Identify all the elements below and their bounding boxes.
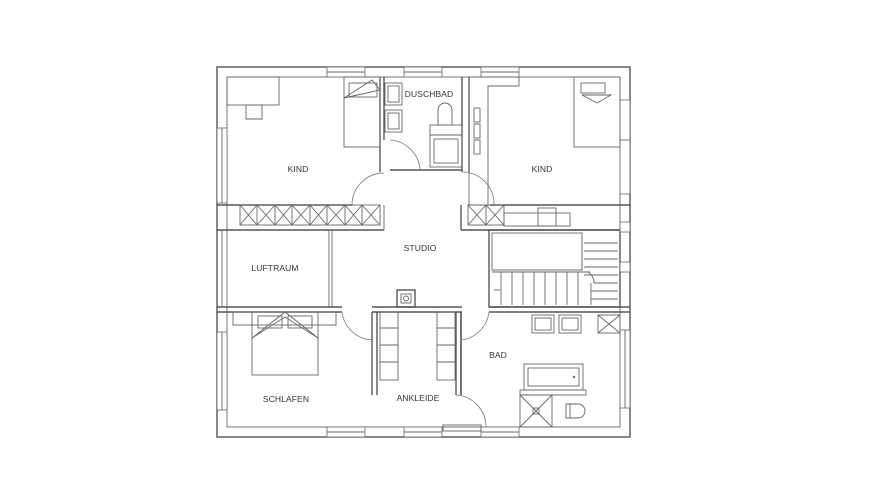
room-label-luftraum: LUFTRAUM — [251, 263, 298, 273]
room-label-bad: BAD — [489, 350, 507, 360]
room-label-ankleide: ANKLEIDE — [397, 393, 440, 403]
wardrobe-left — [239, 204, 381, 226]
interior-walls — [217, 77, 630, 395]
room-labels: KIND DUSCHBAD KIND STUDIO LUFTRAUM BAD S… — [251, 89, 552, 404]
room-label-studio: STUDIO — [404, 243, 437, 253]
room-label-kind-left: KIND — [288, 164, 309, 174]
duschbad-fixtures — [384, 82, 463, 168]
doors — [341, 139, 495, 428]
bad-fixtures — [519, 314, 621, 428]
schlafen-furniture — [232, 311, 337, 376]
kind-left-furniture — [226, 76, 381, 226]
room-label-schlafen: SCHLAFEN — [263, 394, 309, 404]
ankleide-shelves — [379, 311, 482, 432]
kind-right-furniture — [467, 76, 621, 227]
staircase — [491, 232, 618, 305]
room-label-duschbad: DUSCHBAD — [405, 89, 454, 99]
room-label-kind-right: KIND — [532, 164, 553, 174]
